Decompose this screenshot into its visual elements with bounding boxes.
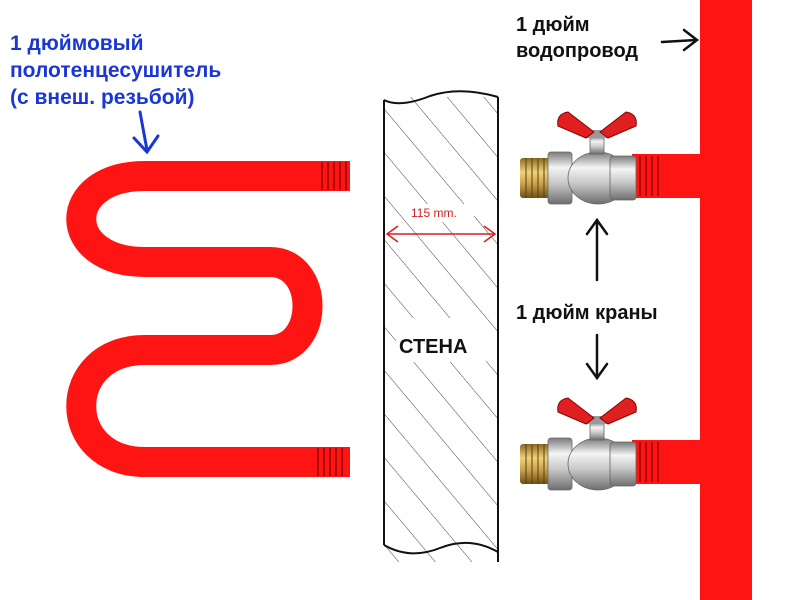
top-valve-handle bbox=[557, 111, 595, 139]
wall bbox=[383, 90, 499, 562]
towel-dryer bbox=[66, 161, 350, 477]
bottom-pipe-thread bbox=[317, 448, 343, 476]
towel-dryer-label-line-3: (с внеш. резьбой) bbox=[10, 86, 195, 109]
towel-dryer-arrow bbox=[132, 110, 160, 155]
valve-down-arrow bbox=[585, 333, 609, 381]
valve-up-arrow bbox=[585, 217, 609, 282]
water-main-arrow bbox=[660, 28, 700, 52]
towel-dryer-label-line-2: полотенцесушитель bbox=[10, 59, 222, 82]
top-ball-valve bbox=[520, 111, 637, 205]
towel-dryer-label-line-1: 1 дюймовый bbox=[10, 32, 144, 55]
dimension-label: 115 mm. bbox=[411, 206, 457, 220]
towel-dryer-pipe bbox=[66, 161, 350, 477]
top-branch-pipe bbox=[632, 154, 704, 198]
water-pipe-label-line-1: 1 дюйм bbox=[516, 14, 590, 36]
valves-label: 1 дюйм краны bbox=[516, 302, 658, 324]
bottom-valve-handle bbox=[557, 397, 595, 425]
towel-dryer-label: 1 дюймовый полотенцесушитель (с внеш. ре… bbox=[10, 30, 221, 111]
water-pipe-label: 1 дюйм водопровод bbox=[516, 12, 638, 64]
bottom-ball-valve bbox=[520, 397, 637, 491]
bottom-branch-pipe bbox=[632, 440, 704, 484]
wall-label: СТЕНА bbox=[399, 336, 468, 358]
top-branch-thread bbox=[639, 156, 659, 196]
water-main bbox=[632, 0, 752, 600]
water-main-riser bbox=[700, 0, 752, 600]
water-pipe-label-line-2: водопровод bbox=[516, 40, 639, 62]
dimension-line bbox=[385, 225, 497, 243]
bottom-branch-thread bbox=[639, 442, 659, 482]
top-pipe-thread bbox=[321, 162, 347, 190]
